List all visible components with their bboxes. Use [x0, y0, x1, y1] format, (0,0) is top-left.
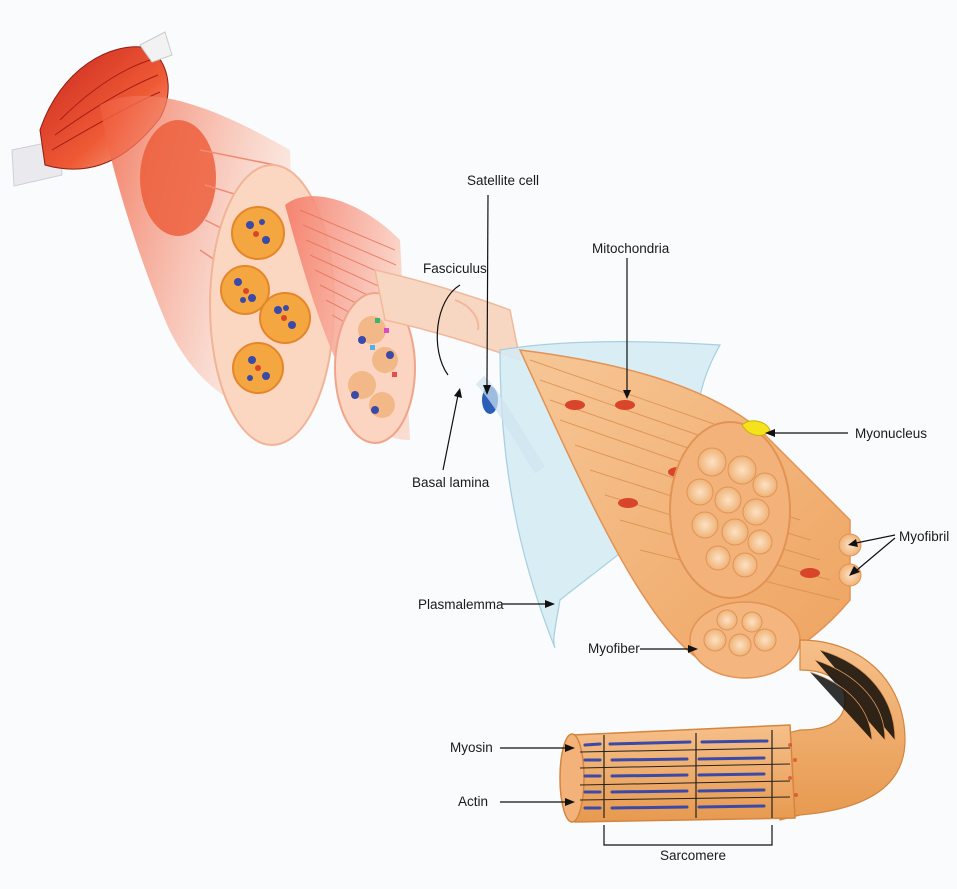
label-myosin: Myosin	[450, 740, 493, 755]
label-myofibril: Myofibril	[899, 529, 949, 544]
label-actin: Actin	[458, 794, 488, 809]
myofibril-tube	[780, 640, 905, 820]
label-myonucleus: Myonucleus	[855, 426, 927, 441]
label-mitochondria: Mitochondria	[592, 241, 670, 256]
label-sarcomere: Sarcomere	[660, 848, 726, 863]
sarcomere-segment	[560, 725, 798, 822]
label-basal-lamina: Basal lamina	[412, 475, 490, 490]
label-satellite-cell: Satellite cell	[467, 173, 539, 188]
label-fasciculus: Fasciculus	[423, 261, 487, 276]
label-plasmalemma: Plasmalemma	[418, 597, 504, 612]
label-myofiber: Myofiber	[588, 641, 640, 656]
